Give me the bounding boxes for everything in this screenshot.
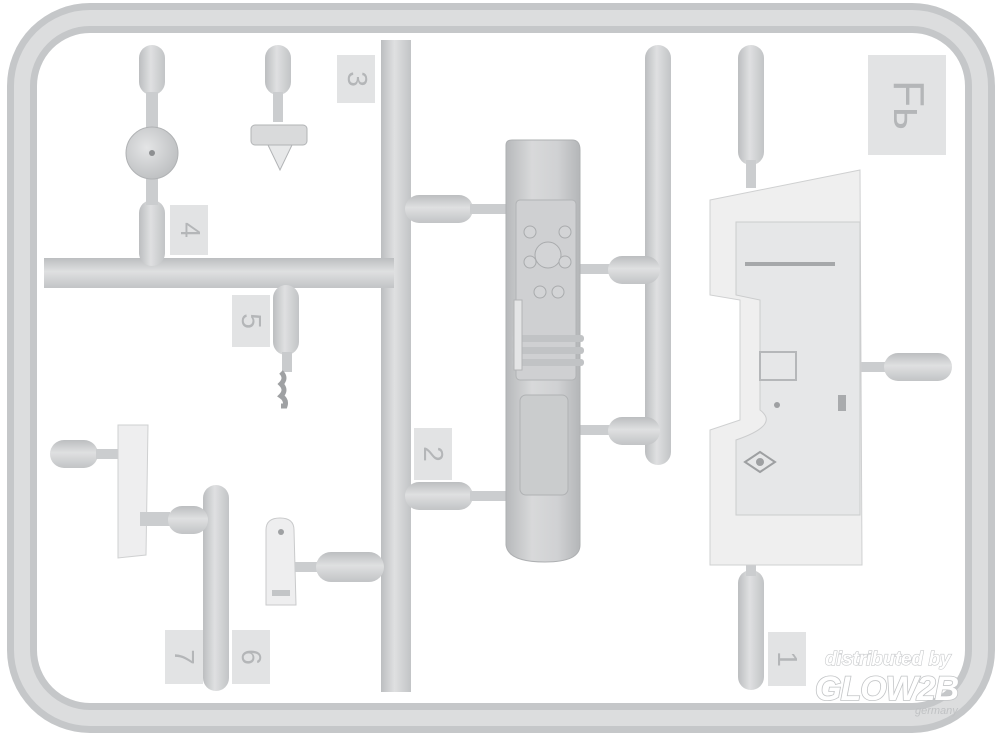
runner-horizontal-left bbox=[44, 258, 394, 288]
part-5 bbox=[273, 285, 299, 409]
watermark-line1: distributed by bbox=[825, 649, 952, 670]
part-number-3: 3 bbox=[342, 71, 373, 87]
watermark-line2: germany bbox=[915, 705, 959, 717]
part-number-7: 7 bbox=[169, 649, 200, 665]
part-number-2: 2 bbox=[418, 446, 449, 462]
gate-stubs-top-left bbox=[139, 45, 291, 266]
sprue-frame-highlight bbox=[14, 10, 988, 726]
part-number-tag-5: 5 bbox=[232, 295, 270, 347]
distributor-watermark: distributed by GLOW2B germany bbox=[814, 648, 960, 717]
part-number-tag-2: 2 bbox=[414, 428, 452, 480]
part-7-lever bbox=[50, 424, 208, 559]
part-number-tag-7: 7 bbox=[165, 630, 203, 684]
runner-vertical-center bbox=[381, 40, 411, 692]
sprue-letter-tag: Fь bbox=[868, 55, 946, 155]
part-number-5: 5 bbox=[236, 313, 267, 329]
part-number-tag-4: 4 bbox=[170, 205, 208, 255]
part-number-4: 4 bbox=[175, 222, 206, 238]
part-number-6: 6 bbox=[236, 649, 267, 665]
sprue-letter: Fь bbox=[884, 80, 933, 130]
part-number-tag-6: 6 bbox=[232, 630, 270, 684]
part-number-tag-1: 1 bbox=[768, 632, 806, 686]
part-6-clip bbox=[265, 517, 384, 606]
part-number-tag-3: 3 bbox=[337, 55, 375, 103]
runner-vertical-small bbox=[203, 485, 229, 691]
part-3-bracket bbox=[250, 124, 308, 172]
part-number-1: 1 bbox=[772, 651, 803, 667]
part-1-plate bbox=[709, 45, 952, 690]
watermark-brand: GLOW2B bbox=[815, 670, 959, 708]
runner-vertical-right bbox=[645, 45, 671, 465]
part-3-disc bbox=[125, 126, 179, 180]
part-2-body bbox=[405, 139, 660, 563]
